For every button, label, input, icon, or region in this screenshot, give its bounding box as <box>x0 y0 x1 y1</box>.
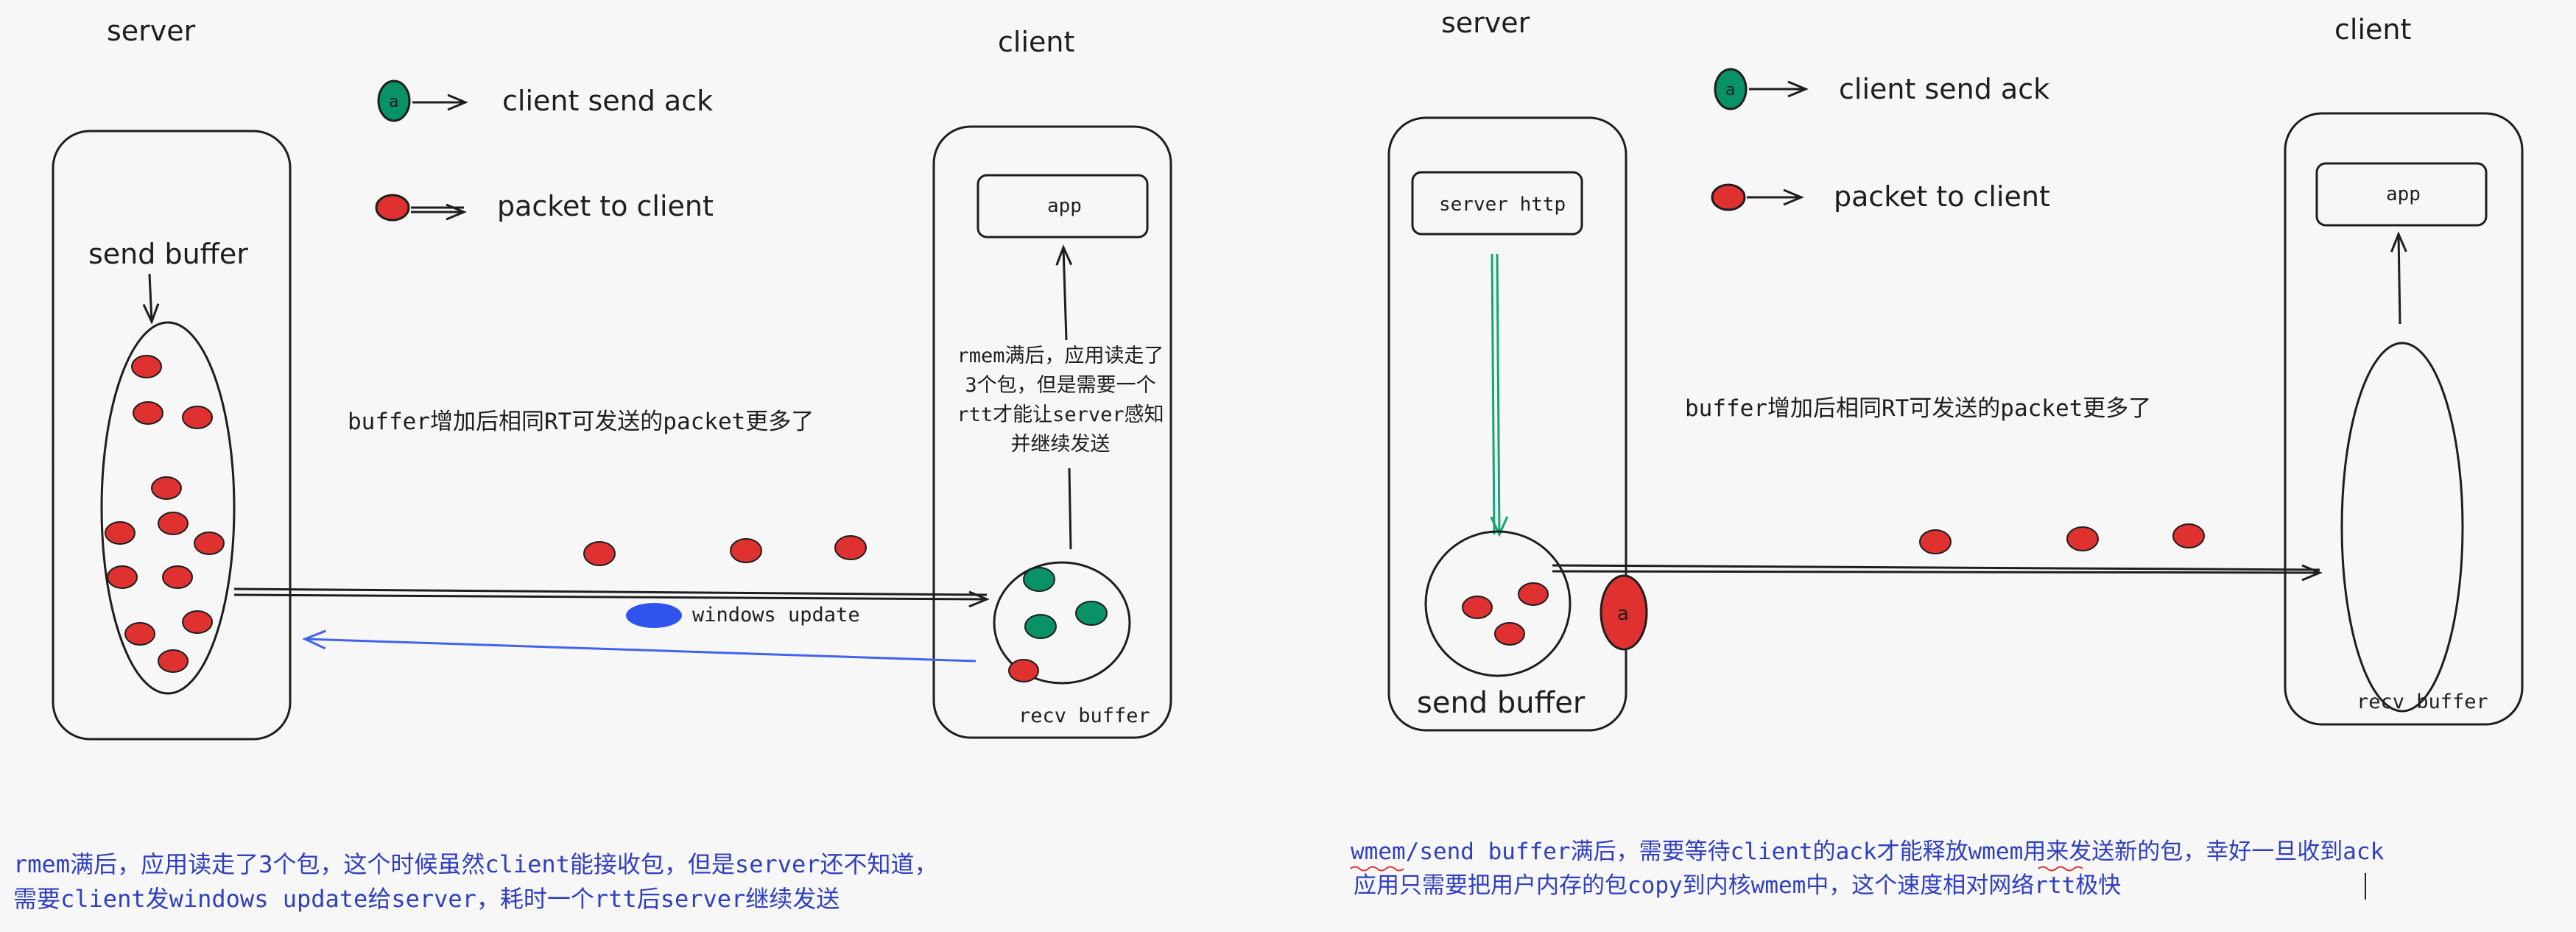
right-inflight-packets <box>1919 523 2205 554</box>
left-rmem-note-line: 3个包，但是需要一个 <box>965 374 1155 397</box>
packet <box>1462 596 1493 619</box>
right-server-title: server <box>1441 7 1530 39</box>
packet <box>2172 523 2205 548</box>
right-legend-ack-dot <box>1714 68 1748 110</box>
right-ack-glyph: a <box>1617 603 1629 625</box>
right-recv-buffer-label: recv buffer <box>2357 691 2488 713</box>
packet <box>1494 622 1525 646</box>
left-rmem-note-line: 并继续发送 <box>1011 433 1111 456</box>
packet <box>151 476 182 500</box>
left-rmem-note: rmem满后，应用读走了 3个包，但是需要一个 rtt才能让server感知 并… <box>957 345 1164 456</box>
packet <box>124 622 155 646</box>
packet <box>133 401 163 425</box>
right-bottom-note-line: 应用只需要把用户内存的包copy到内核wmem中，这个速度相对网络rtt极快 <box>1354 872 2121 899</box>
left-client-title: client <box>998 26 1074 58</box>
right-recv-buffer <box>2340 342 2464 713</box>
packet <box>182 406 213 429</box>
right-legend: a client send ack packet to client <box>1711 68 2050 213</box>
left-send-buffer <box>100 321 236 695</box>
left-window-update-label: windows update <box>692 604 860 626</box>
ack <box>1075 601 1108 626</box>
left-send-buffer-label: send buffer <box>88 238 248 270</box>
right-server-box <box>1387 116 1627 732</box>
left-window-update-arrow <box>302 629 976 663</box>
left-app-box <box>976 174 1149 239</box>
right-send-buffer-packets <box>1462 582 1549 646</box>
left-client-box <box>932 125 1172 739</box>
right-client-box <box>2284 112 2524 726</box>
packet <box>182 610 213 634</box>
packet <box>1919 529 1952 554</box>
left-recv-buffer <box>993 561 1131 685</box>
left-recv-buffer-acks <box>1023 567 1108 639</box>
left-send-arrow <box>233 589 987 599</box>
left-legend-ack-dot <box>377 80 411 122</box>
left-buffer-note: buffer增加后相同RT可发送的packet更多了 <box>348 409 814 435</box>
left-legend: a client send ack packet to client <box>375 80 714 222</box>
left-legend-ack-label: client send ack <box>502 85 713 117</box>
left-send-buffer-pointer <box>142 273 160 325</box>
right-send-arrow <box>1552 565 2320 573</box>
left-legend-packet-arrow <box>411 208 464 212</box>
packet <box>158 512 189 535</box>
left-recv-buffer-packet <box>1008 659 1039 682</box>
packet <box>105 521 136 545</box>
left-inflight-packets <box>583 535 867 566</box>
right-server-http-arrow <box>1492 253 1499 534</box>
right-app-label: app <box>2386 183 2421 205</box>
ack <box>1024 614 1057 639</box>
left-recv-buffer-label: recv buffer <box>1018 705 1150 727</box>
right-legend-packet-dot <box>1711 183 1746 211</box>
right-send-buffer-label: send buffer <box>1417 686 1586 720</box>
right-app-box <box>2315 162 2488 227</box>
left-diagram: server client a client send ack packet t… <box>13 15 1172 913</box>
left-bottom-note-line: 需要client发windows update给server，耗时一个rtt后s… <box>13 885 840 913</box>
left-server-box <box>52 130 292 741</box>
packet <box>107 565 138 589</box>
right-server-http-box <box>1411 171 1583 236</box>
left-server-title: server <box>107 15 196 47</box>
left-legend-packet-label: packet to client <box>497 190 714 222</box>
packet <box>1518 582 1549 606</box>
left-bottom-note-line: rmem满后，应用读走了3个包，这个时候虽然client能接收包，但是serve… <box>13 850 938 878</box>
packet <box>834 535 867 560</box>
packet <box>730 538 762 563</box>
right-buffer-note: buffer增加后相同RT可发送的packet更多了 <box>1685 395 2151 422</box>
left-app-arrow <box>1055 244 1073 341</box>
right-app-arrow <box>2390 231 2407 325</box>
left-rmem-note-line: rmem满后，应用读走了 <box>957 345 1164 367</box>
left-window-update-dot <box>626 603 682 628</box>
ack <box>1023 567 1055 592</box>
right-bottom-note-squiggle <box>1350 866 2083 872</box>
right-server-http-label: server http <box>1439 194 1566 216</box>
right-legend-ack-label: client send ack <box>1839 73 2049 105</box>
right-legend-ack-glyph: a <box>1725 81 1735 99</box>
packet <box>162 565 193 589</box>
left-app-label: app <box>1047 195 1082 217</box>
packet <box>583 541 616 566</box>
right-diagram: server client a client send ack packet t… <box>1350 7 2524 900</box>
right-ack-dot <box>1600 574 1648 651</box>
left-note-to-buffer-line <box>1068 467 1072 550</box>
packet <box>131 355 162 378</box>
packet <box>2066 526 2099 551</box>
left-send-buffer-packets <box>105 355 225 673</box>
left-legend-ack-glyph: a <box>389 93 398 111</box>
left-legend-packet-dot <box>375 194 410 222</box>
right-send-buffer <box>1424 530 1572 677</box>
right-bottom-note-line: wmem/send buffer满后，需要等待client的ack才能释放wme… <box>1351 839 2385 865</box>
packet <box>158 649 189 673</box>
packet <box>194 532 225 555</box>
right-legend-packet-label: packet to client <box>1834 180 2050 213</box>
left-rmem-note-line: rtt才能让server感知 <box>957 403 1164 426</box>
right-client-title: client <box>2334 13 2411 46</box>
